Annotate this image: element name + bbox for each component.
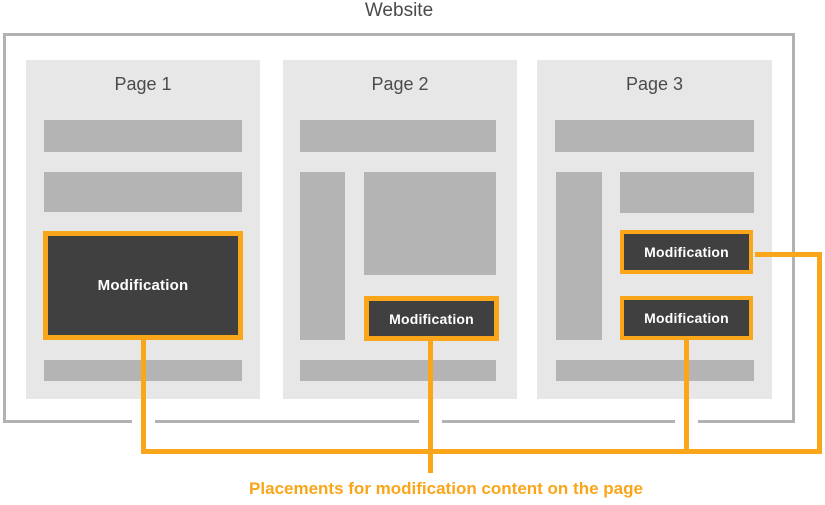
page-panel-2: Page 2 Modification [283, 60, 517, 399]
wireframe-bar [300, 120, 496, 152]
connector-line-right-vertical [817, 252, 822, 454]
wireframe-sidebar-column [556, 172, 602, 340]
connector-line-page1-vertical [141, 340, 146, 454]
modification-label: Modification [644, 310, 729, 326]
modification-label: Modification [389, 310, 474, 327]
website-title: Website [364, 0, 434, 21]
modification-placement-page3-top: Modification [620, 230, 753, 274]
modification-placement-page2: Modification [364, 296, 499, 341]
page-3-title: Page 3 [625, 74, 684, 94]
modification-label: Modification [97, 277, 189, 294]
wireframe-bar [44, 172, 242, 212]
wireframe-bar [556, 360, 754, 381]
modification-placement-page3-bottom: Modification [620, 296, 753, 340]
connector-line-page3-vertical [684, 340, 689, 454]
page-1-title: Page 1 [114, 74, 172, 94]
wireframe-sidebar-column [300, 172, 345, 340]
page-2-title: Page 2 [371, 74, 429, 94]
modification-placement-page1: Modification [43, 231, 243, 340]
connector-line-page3-horizontal [755, 252, 822, 257]
connector-line-page2-vertical [428, 341, 433, 473]
modification-label: Modification [644, 244, 729, 260]
wireframe-content-block [620, 172, 754, 213]
wireframe-bar [300, 360, 496, 381]
wireframe-bar [555, 120, 754, 152]
connector-line-bottom-horizontal [141, 449, 822, 454]
page-panel-3: Page 3 Modification Modification [537, 60, 772, 399]
wireframe-bar [44, 120, 242, 152]
placements-caption: Placements for modification content on t… [249, 479, 643, 498]
wireframe-content-block [364, 172, 496, 275]
